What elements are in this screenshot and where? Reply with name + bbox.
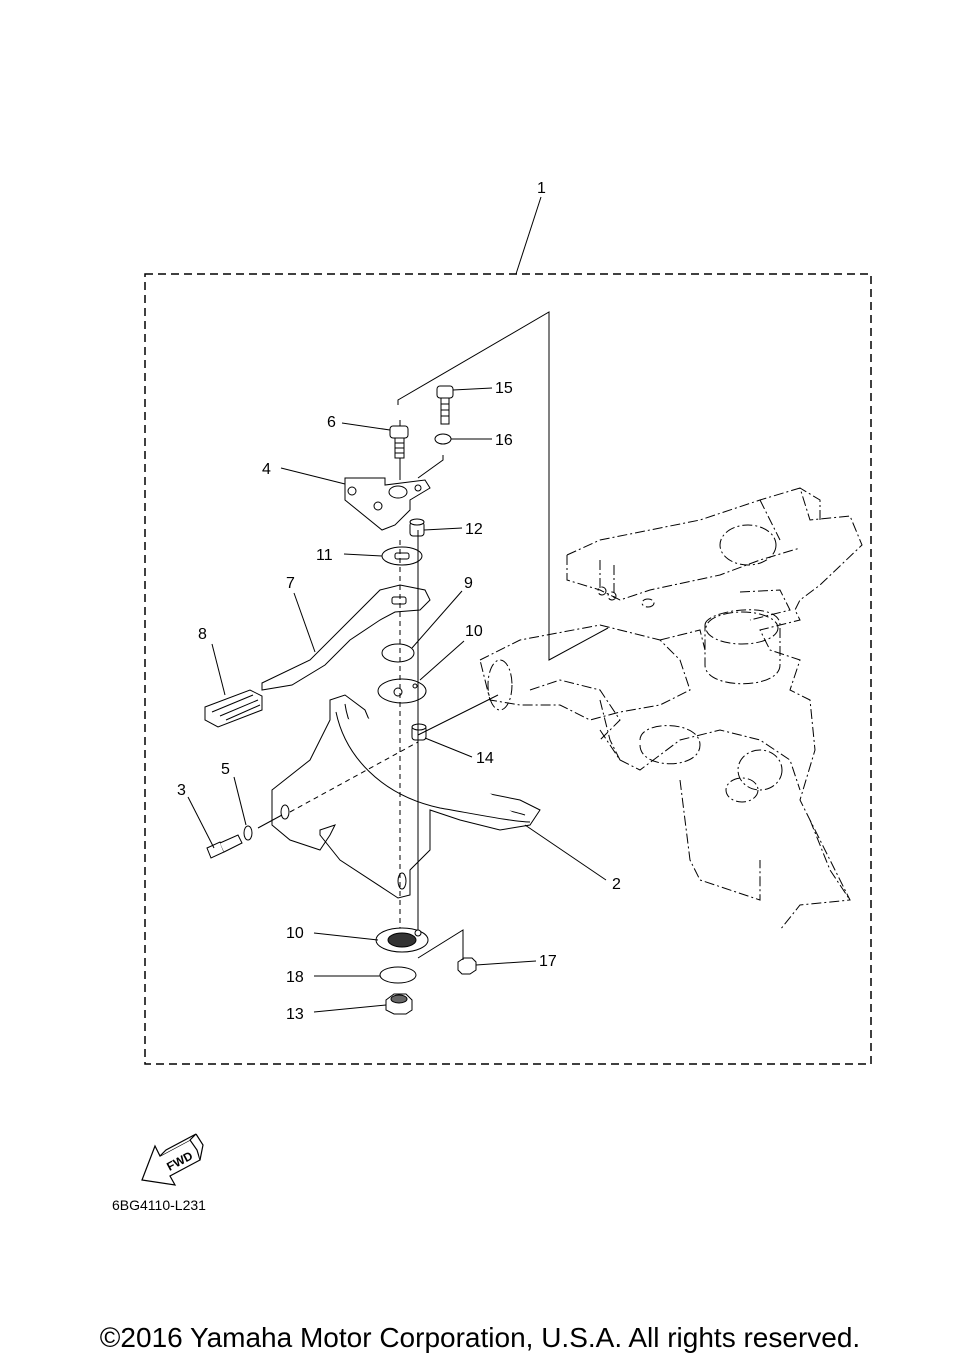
- callout-14: 14: [476, 750, 494, 767]
- callout-11: 11: [316, 547, 333, 564]
- assembly-guide-lines: [398, 312, 608, 660]
- part-10-plate-top: [378, 679, 426, 703]
- assembly-dashed-lines: [258, 530, 498, 940]
- callout-5: 5: [221, 761, 230, 778]
- callout-4: 4: [262, 461, 271, 478]
- part-13-nut: [386, 994, 412, 1014]
- callout-10-top: 10: [465, 623, 483, 640]
- leader-lines: [188, 388, 606, 1012]
- part-4-bracket: [345, 478, 430, 530]
- callout-15: 15: [495, 380, 513, 397]
- callout-16: 16: [495, 432, 513, 449]
- callout-7: 7: [286, 575, 295, 592]
- part-9-washer: [382, 644, 414, 662]
- part-18-washer: [380, 967, 416, 983]
- part-10-plate-bottom: [376, 928, 428, 952]
- callout-3: 3: [177, 782, 186, 799]
- part-7-lever: [262, 585, 430, 690]
- part-16-washer: [435, 434, 451, 444]
- part-3-bolt: [207, 835, 242, 858]
- fwd-arrow-icon: FWD: [142, 1134, 203, 1185]
- callout-2: 2: [612, 876, 621, 893]
- part-12-collar: [410, 519, 424, 536]
- reference-code: 6BG4110-L231: [112, 1197, 206, 1213]
- callout-13: 13: [286, 1006, 304, 1023]
- callout-18: 18: [286, 969, 304, 986]
- part-14-collar: [412, 724, 426, 740]
- leader-1: [516, 197, 541, 274]
- callout-1: 1: [537, 180, 546, 197]
- callout-10-bottom: 10: [286, 925, 304, 942]
- part-11-washer: [382, 547, 422, 565]
- part-6-bolt: [390, 426, 408, 458]
- engine-mount-outline: [480, 488, 862, 930]
- part-2-main-bracket: [272, 695, 540, 898]
- copyright-notice: ©2016 Yamaha Motor Corporation, U.S.A. A…: [99, 1322, 861, 1353]
- callout-6: 6: [327, 414, 336, 431]
- callout-8: 8: [198, 626, 207, 643]
- part-5-washer: [244, 826, 252, 840]
- callout-12: 12: [465, 521, 483, 538]
- part-15-bolt: [437, 386, 453, 424]
- callout-9: 9: [464, 575, 473, 592]
- assembly-boundary: [145, 274, 871, 1064]
- callout-17: 17: [539, 953, 557, 970]
- part-8-grip: [205, 690, 262, 727]
- part-17-nut: [418, 930, 476, 974]
